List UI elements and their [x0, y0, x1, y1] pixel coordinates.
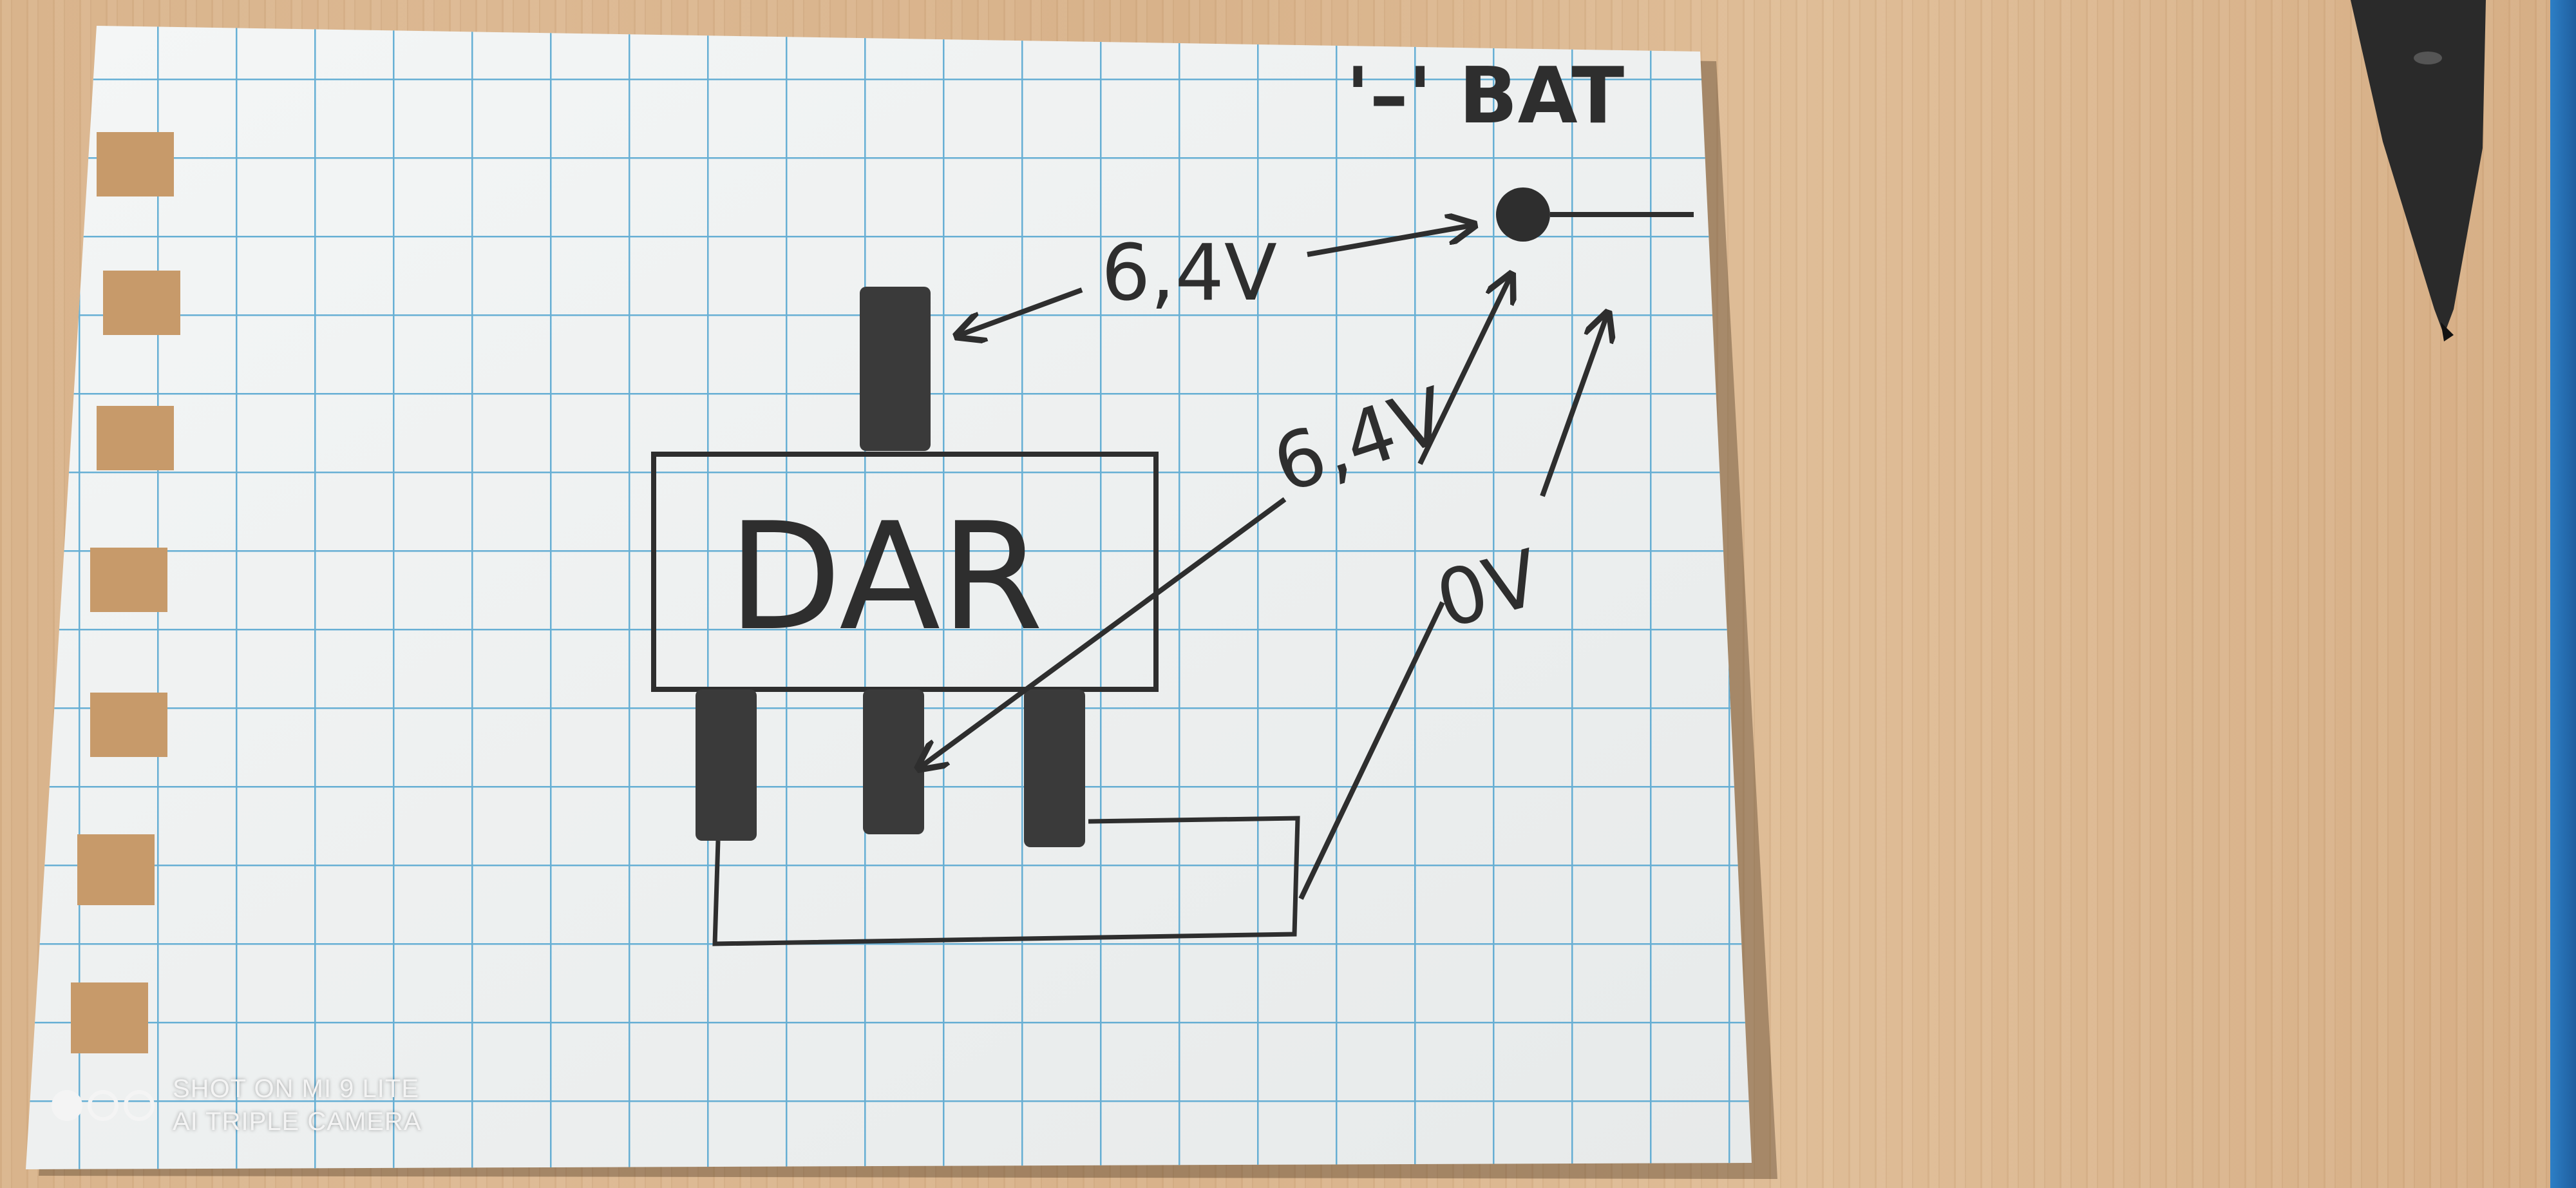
bottom-pin-right — [1024, 689, 1085, 847]
voltage-label-top: 6,4V — [1101, 229, 1277, 318]
bottom-pin-left — [696, 689, 757, 841]
pencil-object — [2351, 0, 2486, 341]
top-pin — [860, 287, 931, 451]
camera-logo-icon — [52, 1090, 155, 1121]
dar-label: DAR — [728, 492, 1043, 664]
watermark-line-1: SHOT ON MI 9 LITE — [173, 1075, 421, 1104]
watermark-line-2: AI TRIPLE CAMERA — [173, 1107, 421, 1136]
battery-label: '–' BAT — [1346, 52, 1624, 141]
camera-watermark: SHOT ON MI 9 LITE AI TRIPLE CAMERA — [52, 1075, 421, 1136]
bottom-pin-middle — [863, 689, 924, 834]
